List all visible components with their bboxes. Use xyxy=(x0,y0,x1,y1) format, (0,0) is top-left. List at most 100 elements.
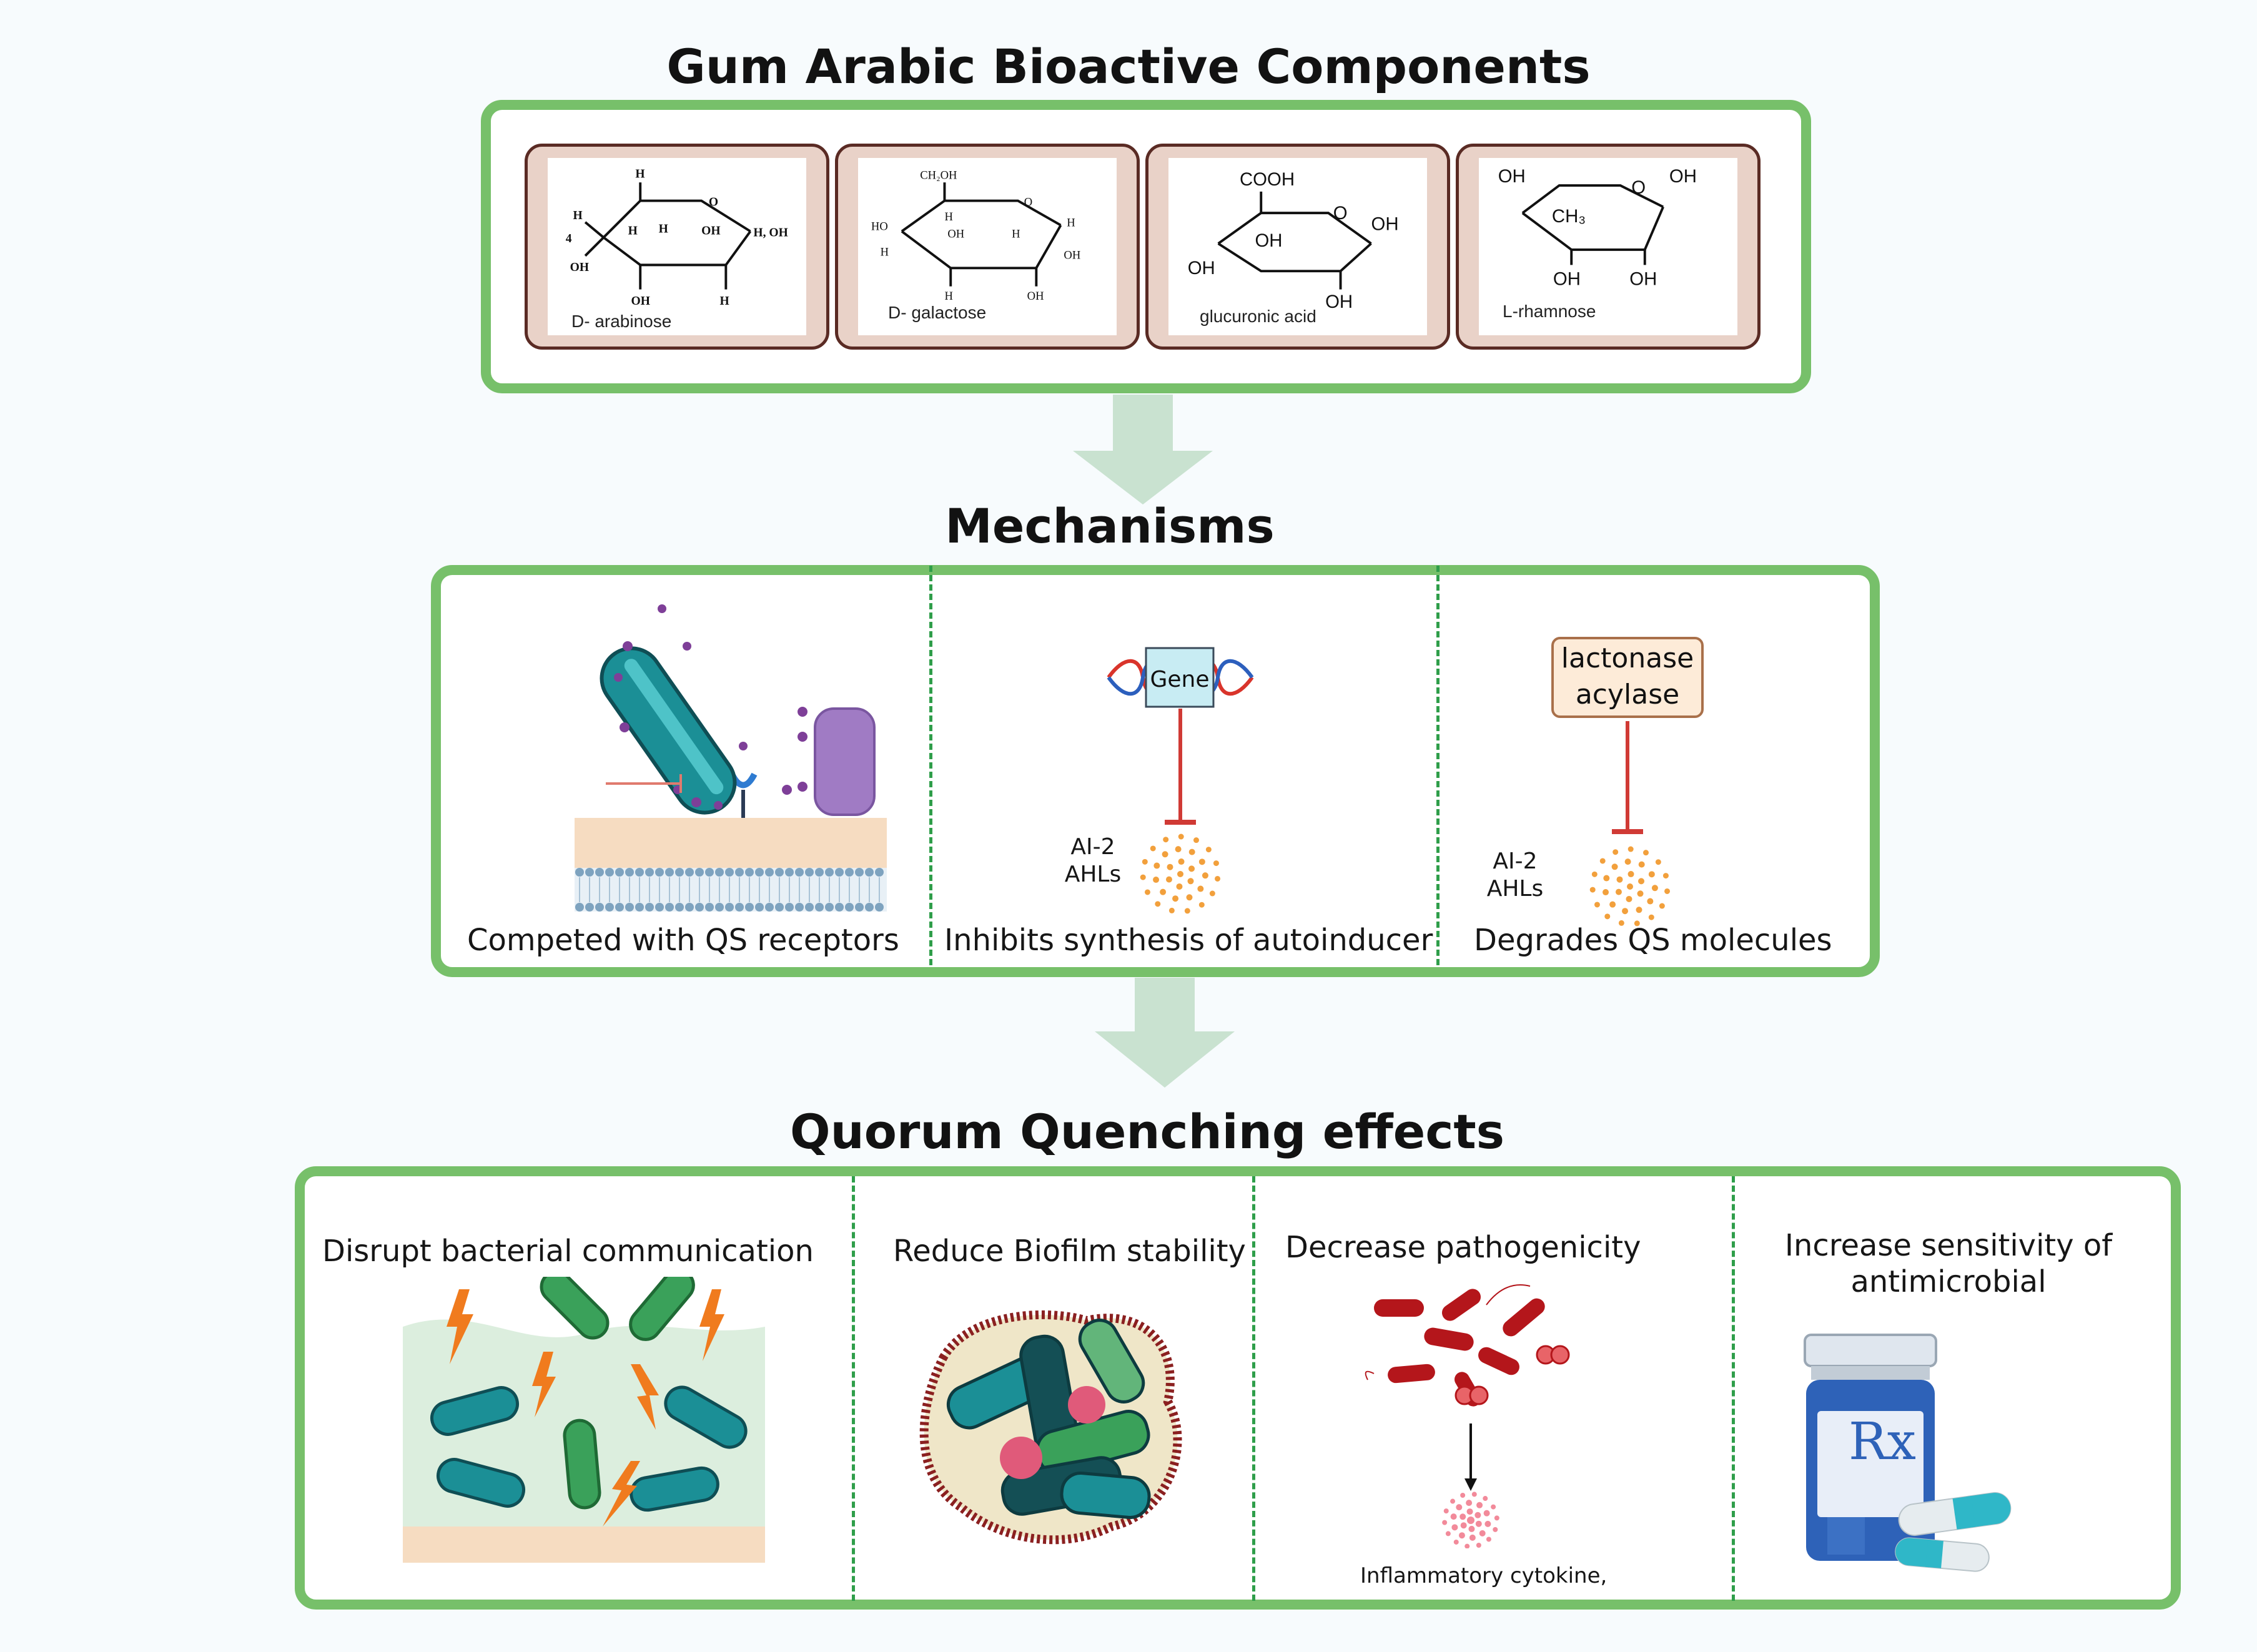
lipid-head xyxy=(835,903,844,912)
lipid-head xyxy=(825,903,834,912)
lipid-head xyxy=(765,903,774,912)
glucuronic-card: COOH O OH OH OH OH glucuronic acid xyxy=(1145,144,1450,350)
signal-dot xyxy=(1479,1530,1486,1536)
medicine-bottle-icon xyxy=(1804,1334,1937,1561)
signal-dot xyxy=(1648,914,1654,920)
lipid-head xyxy=(625,868,634,877)
lipid-head xyxy=(715,868,724,877)
signal-dot xyxy=(1188,865,1195,872)
lipid-head xyxy=(865,903,874,912)
signal-dot xyxy=(1188,848,1195,855)
inhibit-signal-label: AI-2 AHLs xyxy=(1062,833,1124,888)
lipid-head xyxy=(705,868,714,877)
svg-text:H: H xyxy=(659,222,668,235)
signal-dot xyxy=(1637,890,1644,897)
signal-dot xyxy=(1451,1524,1458,1531)
sensitivity-caption: Increase sensitivity of antimicrobial xyxy=(1761,1227,2136,1300)
lipid-head xyxy=(795,868,804,877)
signal-dot xyxy=(1589,887,1596,893)
svg-text:O: O xyxy=(1333,203,1348,224)
signal-dot xyxy=(1483,1510,1490,1517)
signal-dot xyxy=(1612,849,1619,855)
signal-dot xyxy=(1604,913,1611,920)
svg-text:COOH: COOH xyxy=(1240,169,1295,190)
signal-dot xyxy=(1471,1492,1477,1497)
signal-dot xyxy=(1627,871,1634,878)
signal-dot xyxy=(1445,1531,1451,1536)
signal-dot xyxy=(1627,883,1633,890)
signal-dot xyxy=(1474,1512,1481,1518)
signal-dot xyxy=(1647,898,1654,905)
lipid-head xyxy=(845,903,854,912)
lipid-head xyxy=(625,903,634,912)
lipid-head xyxy=(585,868,594,877)
lipid-head xyxy=(685,903,694,912)
signal-dot xyxy=(1469,1534,1476,1541)
svg-text:CH₃: CH₃ xyxy=(1552,206,1586,227)
signal-dot xyxy=(1476,1542,1481,1548)
svg-text:H: H xyxy=(881,246,889,259)
signal-dot xyxy=(1144,889,1150,895)
disrupt-caption: Disrupt bacterial communication xyxy=(322,1234,814,1269)
receptor-competition-illustration xyxy=(575,604,887,912)
signal-dot xyxy=(1642,850,1649,856)
lipid-head xyxy=(635,903,644,912)
lipid-head xyxy=(655,868,664,877)
svg-text:OH: OH xyxy=(1027,290,1044,303)
autoinducer-signal-cluster-2 xyxy=(1589,846,1671,927)
lipid-head xyxy=(815,868,824,877)
signal-dot xyxy=(1494,1515,1499,1521)
signal-dot xyxy=(1459,1513,1466,1520)
degrade-signal-ai2: AI-2 xyxy=(1493,848,1538,874)
signal-dot xyxy=(1464,1543,1470,1548)
signal-dot xyxy=(1659,903,1665,909)
flow-arrow-2 xyxy=(1095,978,1235,1088)
signal-dot xyxy=(1599,858,1606,864)
rhamnose-label: L-rhamnose xyxy=(1503,302,1596,321)
degrade-caption: Degrades QS molecules xyxy=(1474,923,1832,958)
lipid-head xyxy=(615,868,624,877)
svg-text:O: O xyxy=(1631,177,1646,198)
signal-dot xyxy=(1609,901,1616,908)
signal-dot xyxy=(1453,1539,1459,1545)
arabinose-structure-icon: H O H 4 OH H H OH H, OH OH H xyxy=(566,167,788,308)
bacterial-communication-illustration xyxy=(403,1277,765,1563)
svg-text:H: H xyxy=(944,290,952,303)
svg-text:4: 4 xyxy=(566,232,572,245)
signal-dot xyxy=(1162,851,1168,858)
lipid-head xyxy=(645,903,654,912)
mechanisms-divider-2 xyxy=(1436,566,1440,965)
signal-dot xyxy=(1197,885,1204,892)
compete-caption: Competed with QS receptors xyxy=(467,923,899,958)
inhibit-signal-ai2: AI-2 xyxy=(1070,834,1115,860)
signal-dot xyxy=(1486,1536,1491,1542)
lipid-head xyxy=(805,903,814,912)
degrade-signal-ahls: AHLs xyxy=(1486,876,1544,902)
svg-text:H: H xyxy=(573,209,583,222)
signal-dot xyxy=(1215,875,1221,882)
svg-text:OH: OH xyxy=(1064,249,1080,262)
signal-dot xyxy=(1591,871,1598,877)
inhibit-synthesis-arrow-icon xyxy=(1165,709,1196,825)
signal-dot xyxy=(1187,878,1194,885)
signal-dot xyxy=(1168,907,1175,913)
enzyme-label: lactonase acylase xyxy=(1551,641,1704,713)
svg-text:OH: OH xyxy=(1498,166,1526,187)
svg-text:H: H xyxy=(1067,217,1075,230)
svg-text:OH: OH xyxy=(631,295,650,308)
lipid-head xyxy=(835,868,844,877)
enzyme-acylase: acylase xyxy=(1575,679,1680,710)
galactose-card: CH₂OH O HO H H OH H H OH H OH D- galacto… xyxy=(835,144,1140,350)
signal-dot xyxy=(1624,858,1631,865)
lipid-head xyxy=(725,903,734,912)
signal-dot xyxy=(1655,859,1661,865)
signal-dot xyxy=(1213,860,1219,867)
signal-dot xyxy=(1176,883,1183,890)
degrade-arrow-icon xyxy=(1612,721,1643,834)
effects-divider-2 xyxy=(1252,1176,1255,1601)
enzyme-box xyxy=(1551,637,1704,718)
signal-dot xyxy=(1460,1493,1466,1498)
signal-dot xyxy=(1626,895,1632,902)
svg-text:H: H xyxy=(1012,227,1020,240)
dna-gene-icon xyxy=(1107,647,1254,708)
